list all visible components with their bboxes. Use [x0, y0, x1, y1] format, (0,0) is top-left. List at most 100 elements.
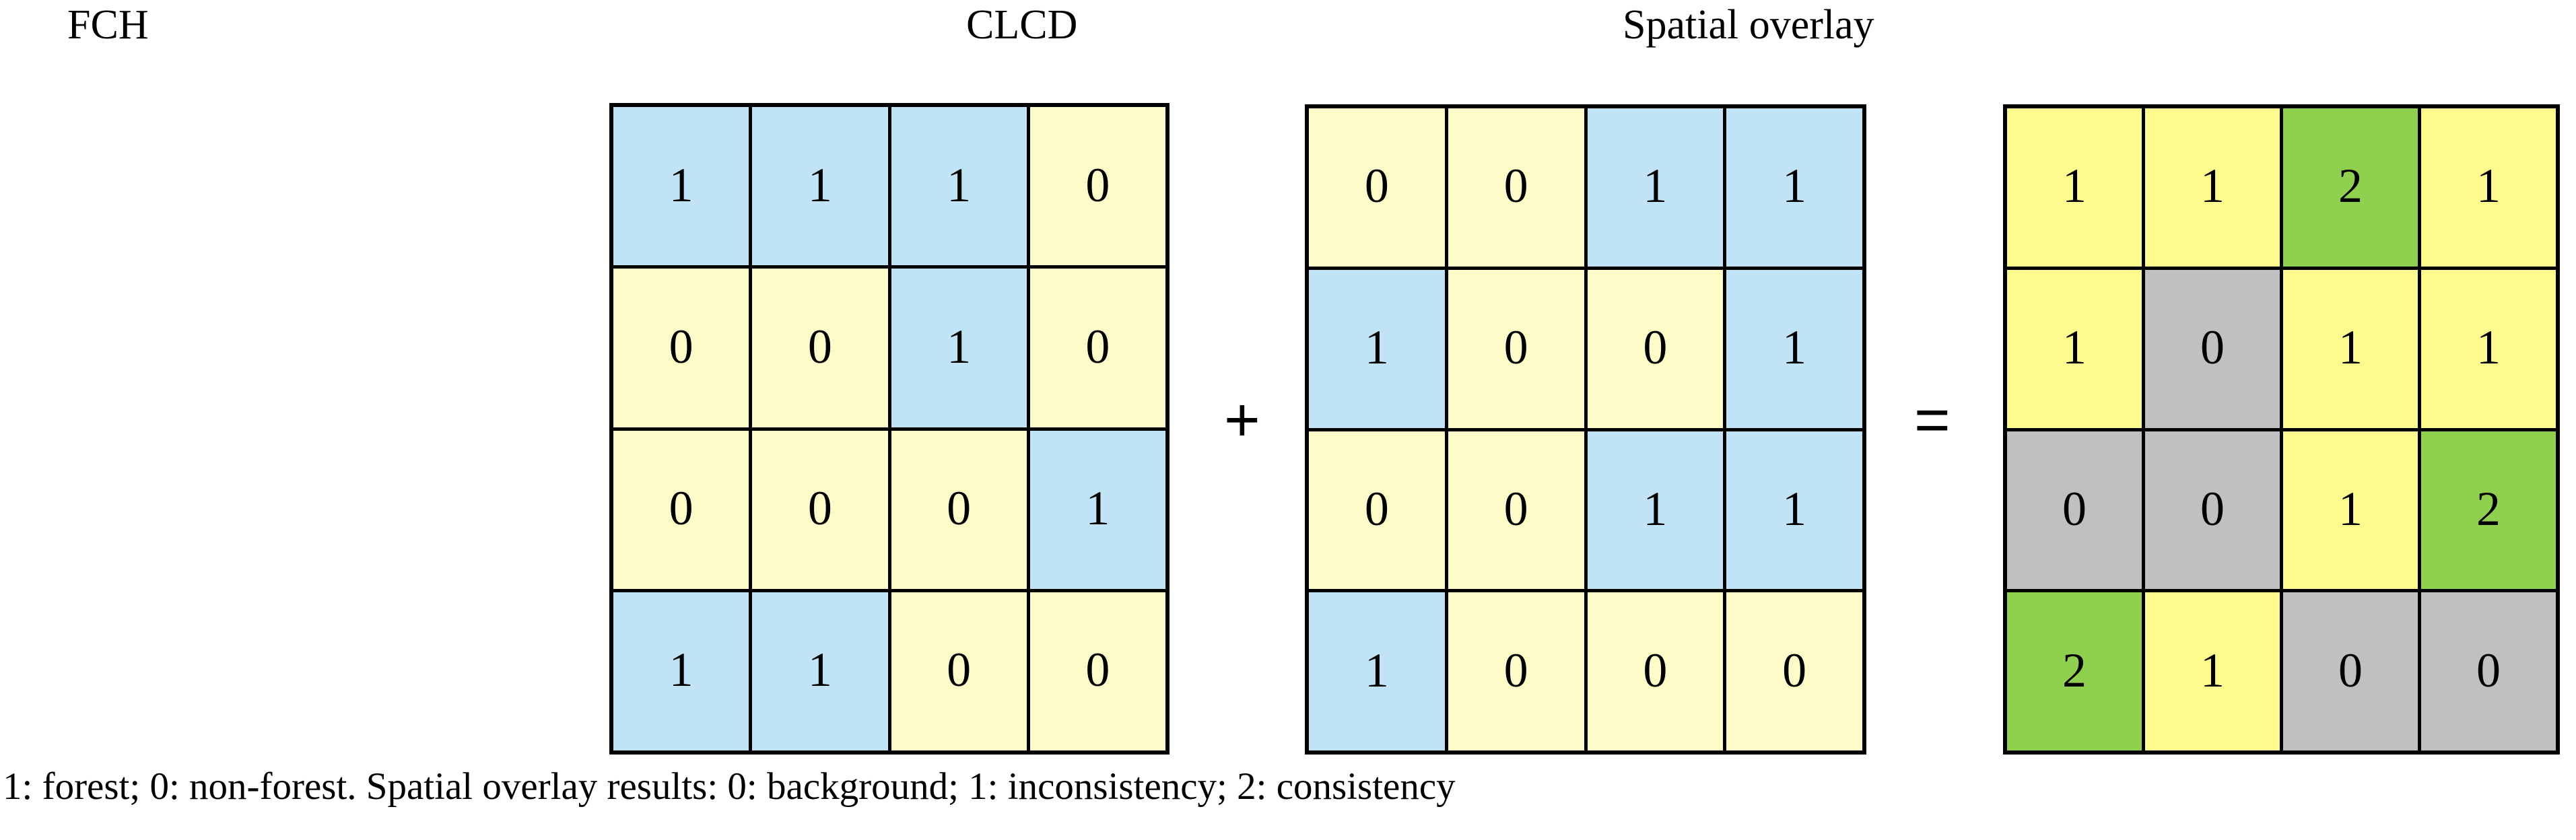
matrix-cell-value: 0 — [1503, 320, 1528, 375]
matrix-cell: 0 — [752, 430, 888, 589]
matrix-cell: 1 — [2145, 108, 2280, 267]
matrix-cell-value: 0 — [2338, 643, 2363, 697]
matrix-cell: 0 — [2145, 269, 2280, 428]
matrix-cell-value: 1 — [2476, 320, 2501, 375]
matrix-cell: 0 — [2145, 431, 2280, 590]
matrix-cell-value: 0 — [1643, 320, 1668, 375]
matrix-cell-value: 2 — [2338, 159, 2363, 213]
matrix-cell-value: 1 — [2062, 159, 2087, 213]
equals-operator-icon: = — [1914, 386, 1951, 454]
matrix-cell: 1 — [891, 107, 1027, 266]
matrix-cell: 0 — [1587, 269, 1724, 428]
matrix-cell-value: 0 — [1085, 319, 1110, 374]
matrix-cell: 0 — [891, 430, 1027, 589]
matrix-cell-value: 1 — [1643, 159, 1668, 213]
matrix-cell-value: 1 — [2476, 159, 2501, 213]
matrix-cell-value: 0 — [1643, 643, 1668, 697]
matrix-cell-value: 0 — [1085, 643, 1110, 697]
matrix-cell: 1 — [752, 107, 888, 266]
matrix-cell: 1 — [752, 592, 888, 750]
matrix-cell: 1 — [1726, 431, 1862, 590]
matrix-cell-value: 0 — [2062, 481, 2087, 536]
matrix-cell: 0 — [1448, 108, 1584, 267]
matrix-cell: 0 — [891, 592, 1027, 750]
matrix-cell: 1 — [613, 592, 749, 750]
panel-title-spatial-overlay: Spatial overlay — [1623, 2, 1874, 48]
matrix-cell-value: 1 — [1782, 481, 1807, 536]
matrix-spatial-overlay: 1 1 2 1 1 0 1 1 0 0 1 2 2 1 0 0 — [2003, 104, 2560, 755]
matrix-cell-value: 1 — [2338, 320, 2363, 375]
matrix-cell: 1 — [2421, 269, 2556, 428]
matrix-cell-value: 1 — [947, 158, 972, 212]
matrix-cell-value: 0 — [2200, 481, 2225, 536]
matrix-cell: 1 — [1726, 269, 1862, 428]
matrix-cell-value: 0 — [1782, 643, 1807, 697]
matrix-cell: 0 — [1448, 592, 1584, 750]
matrix-cell: 1 — [1587, 108, 1724, 267]
matrix-cell-value: 0 — [807, 481, 832, 536]
matrix-cell: 0 — [2421, 592, 2556, 750]
matrix-cell: 0 — [1587, 592, 1724, 750]
matrix-cell: 1 — [2283, 431, 2418, 590]
matrix-cell: 1 — [2421, 108, 2556, 267]
matrix-cell-value: 1 — [1782, 320, 1807, 375]
matrix-cell-value: 0 — [1503, 643, 1528, 697]
matrix-cell-value: 0 — [669, 319, 693, 374]
matrix-clcd: 0 0 1 1 1 0 0 1 0 0 1 1 1 0 0 0 — [1305, 104, 1866, 755]
matrix-cell-value: 1 — [2200, 159, 2225, 213]
matrix-cell: 0 — [613, 269, 749, 427]
matrix-cell-value: 0 — [1503, 481, 1528, 536]
matrix-cell: 0 — [1448, 431, 1584, 590]
matrix-cell-value: 1 — [669, 158, 693, 212]
matrix-cell-value: 1 — [947, 319, 972, 374]
matrix-cell-value: 0 — [1364, 159, 1389, 213]
matrix-cell: 1 — [1726, 108, 1862, 267]
matrix-cell: 2 — [2283, 108, 2418, 267]
matrix-cell-value: 1 — [2338, 481, 2363, 536]
matrix-cell-value: 0 — [2476, 643, 2501, 697]
matrix-cell-value: 0 — [1503, 159, 1528, 213]
matrix-cell: 2 — [2007, 592, 2142, 750]
matrix-cell-value: 1 — [807, 158, 832, 212]
matrix-cell-value: 2 — [2476, 481, 2501, 536]
matrix-cell: 1 — [2283, 269, 2418, 428]
matrix-cell: 0 — [1448, 269, 1584, 428]
matrix-cell: 0 — [1029, 269, 1165, 427]
figure-caption: 1: forest; 0: non-forest. Spatial overla… — [3, 765, 1456, 808]
matrix-cell-value: 1 — [669, 643, 693, 697]
matrix-cell: 1 — [2007, 108, 2142, 267]
matrix-cell: 1 — [1029, 430, 1165, 589]
matrix-cell-value: 1 — [807, 643, 832, 697]
matrix-fch: 1 1 1 0 0 0 1 0 0 0 0 1 1 1 0 0 — [609, 103, 1170, 755]
matrix-cell: 1 — [2145, 592, 2280, 750]
matrix-cell-value: 2 — [2062, 643, 2087, 697]
matrix-cell-value: 1 — [1782, 159, 1807, 213]
matrix-cell-value: 1 — [2200, 643, 2225, 697]
matrix-cell: 1 — [613, 107, 749, 266]
matrix-cell-value: 1 — [2062, 320, 2087, 375]
matrix-cell-value: 1 — [1085, 481, 1110, 536]
matrix-cell-value: 1 — [1643, 481, 1668, 536]
matrix-cell: 0 — [1726, 592, 1862, 750]
matrix-cell: 1 — [2007, 269, 2142, 428]
matrix-cell-value: 0 — [947, 481, 972, 536]
matrix-cell-value: 0 — [1085, 158, 1110, 212]
matrix-cell: 0 — [1309, 431, 1445, 590]
matrix-cell: 1 — [1309, 592, 1445, 750]
matrix-cell: 0 — [1029, 592, 1165, 750]
matrix-cell: 0 — [1309, 108, 1445, 267]
matrix-cell: 2 — [2421, 431, 2556, 590]
matrix-cell-value: 0 — [2200, 320, 2225, 375]
matrix-cell: 0 — [613, 430, 749, 589]
matrix-cell: 0 — [752, 269, 888, 427]
matrix-cell-value: 0 — [807, 319, 832, 374]
matrix-cell: 0 — [1029, 107, 1165, 266]
matrix-cell-value: 1 — [1364, 643, 1389, 697]
matrix-cell: 1 — [1309, 269, 1445, 428]
matrix-cell-value: 0 — [947, 643, 972, 697]
matrix-cell-value: 0 — [1364, 481, 1389, 536]
matrix-cell: 1 — [1587, 431, 1724, 590]
matrix-cell: 0 — [2007, 431, 2142, 590]
panel-title-clcd: CLCD — [966, 2, 1078, 48]
panel-title-fch: FCH — [67, 2, 149, 48]
